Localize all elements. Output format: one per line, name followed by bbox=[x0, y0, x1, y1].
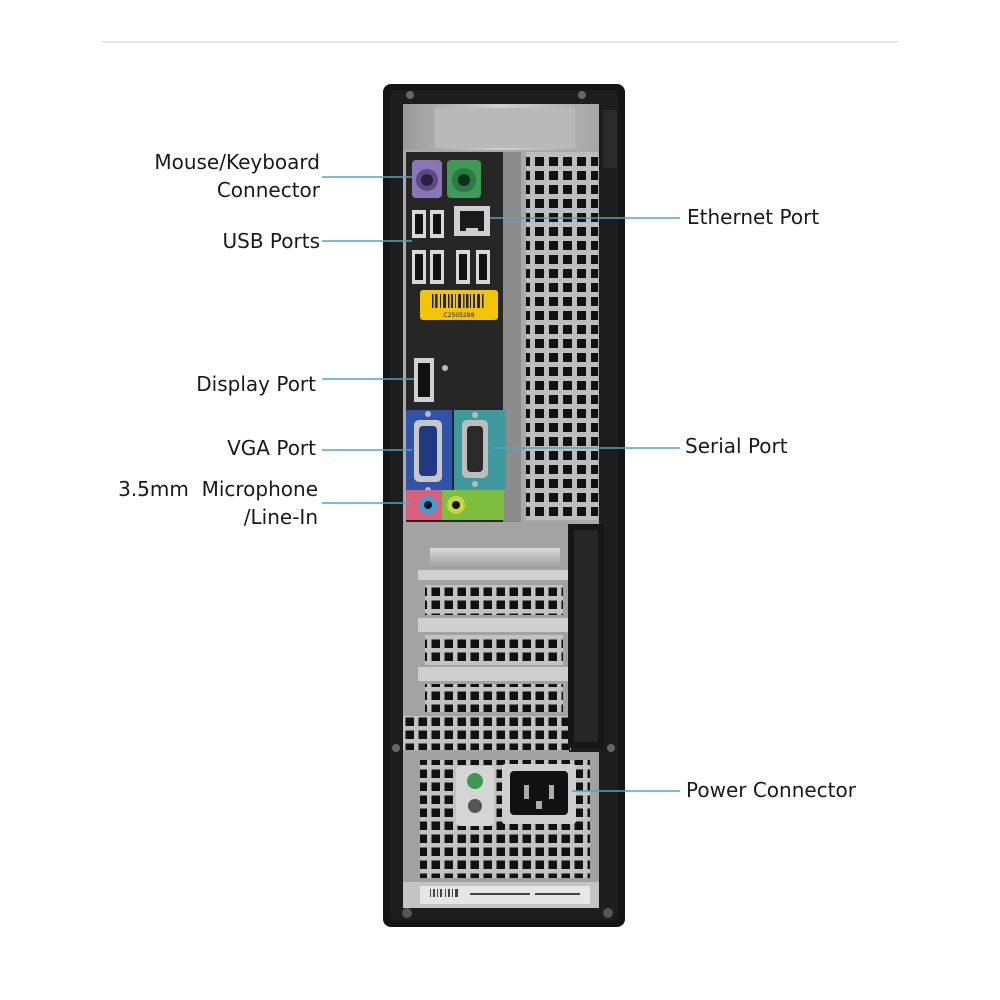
label-mouse-keyboard-line1: Mouse/Keyboard bbox=[154, 150, 320, 174]
usb-port-group-2 bbox=[412, 250, 490, 284]
label-mouse-keyboard: Mouse/Keyboard Connector bbox=[140, 148, 320, 204]
label-display-port: Display Port bbox=[196, 372, 316, 396]
vga-port bbox=[406, 410, 452, 500]
label-ethernet-port: Ethernet Port bbox=[687, 205, 820, 229]
usb-port-group-1 bbox=[412, 210, 444, 238]
label-serial-port: Serial Port bbox=[685, 434, 788, 458]
power-supply bbox=[403, 752, 599, 882]
label-power-connector: Power Connector bbox=[686, 778, 856, 802]
sticker-code: C2505288 bbox=[444, 312, 475, 319]
label-vga-port: VGA Port bbox=[227, 436, 316, 460]
serial-port bbox=[454, 410, 506, 490]
label-mouse-keyboard-line2: Connector bbox=[216, 178, 320, 202]
ethernet-port bbox=[454, 206, 490, 236]
power-connector bbox=[502, 764, 576, 824]
audio-jacks bbox=[406, 490, 504, 520]
label-microphone-line1: 3.5mm Microphone bbox=[118, 477, 318, 501]
bottom-label bbox=[403, 882, 599, 908]
label-microphone-line2: /Line-In bbox=[243, 505, 318, 529]
display-port bbox=[414, 358, 448, 402]
io-plate: C2505288 bbox=[406, 152, 521, 522]
leader-lines bbox=[322, 176, 680, 792]
expansion-slots bbox=[403, 522, 604, 752]
label-microphone: 3.5mm Microphone /Line-In bbox=[96, 475, 318, 531]
top-divider bbox=[102, 41, 898, 43]
label-usb-ports: USB Ports bbox=[222, 229, 320, 253]
service-tag-sticker: C2505288 bbox=[420, 290, 498, 320]
top-bracket bbox=[403, 104, 617, 168]
